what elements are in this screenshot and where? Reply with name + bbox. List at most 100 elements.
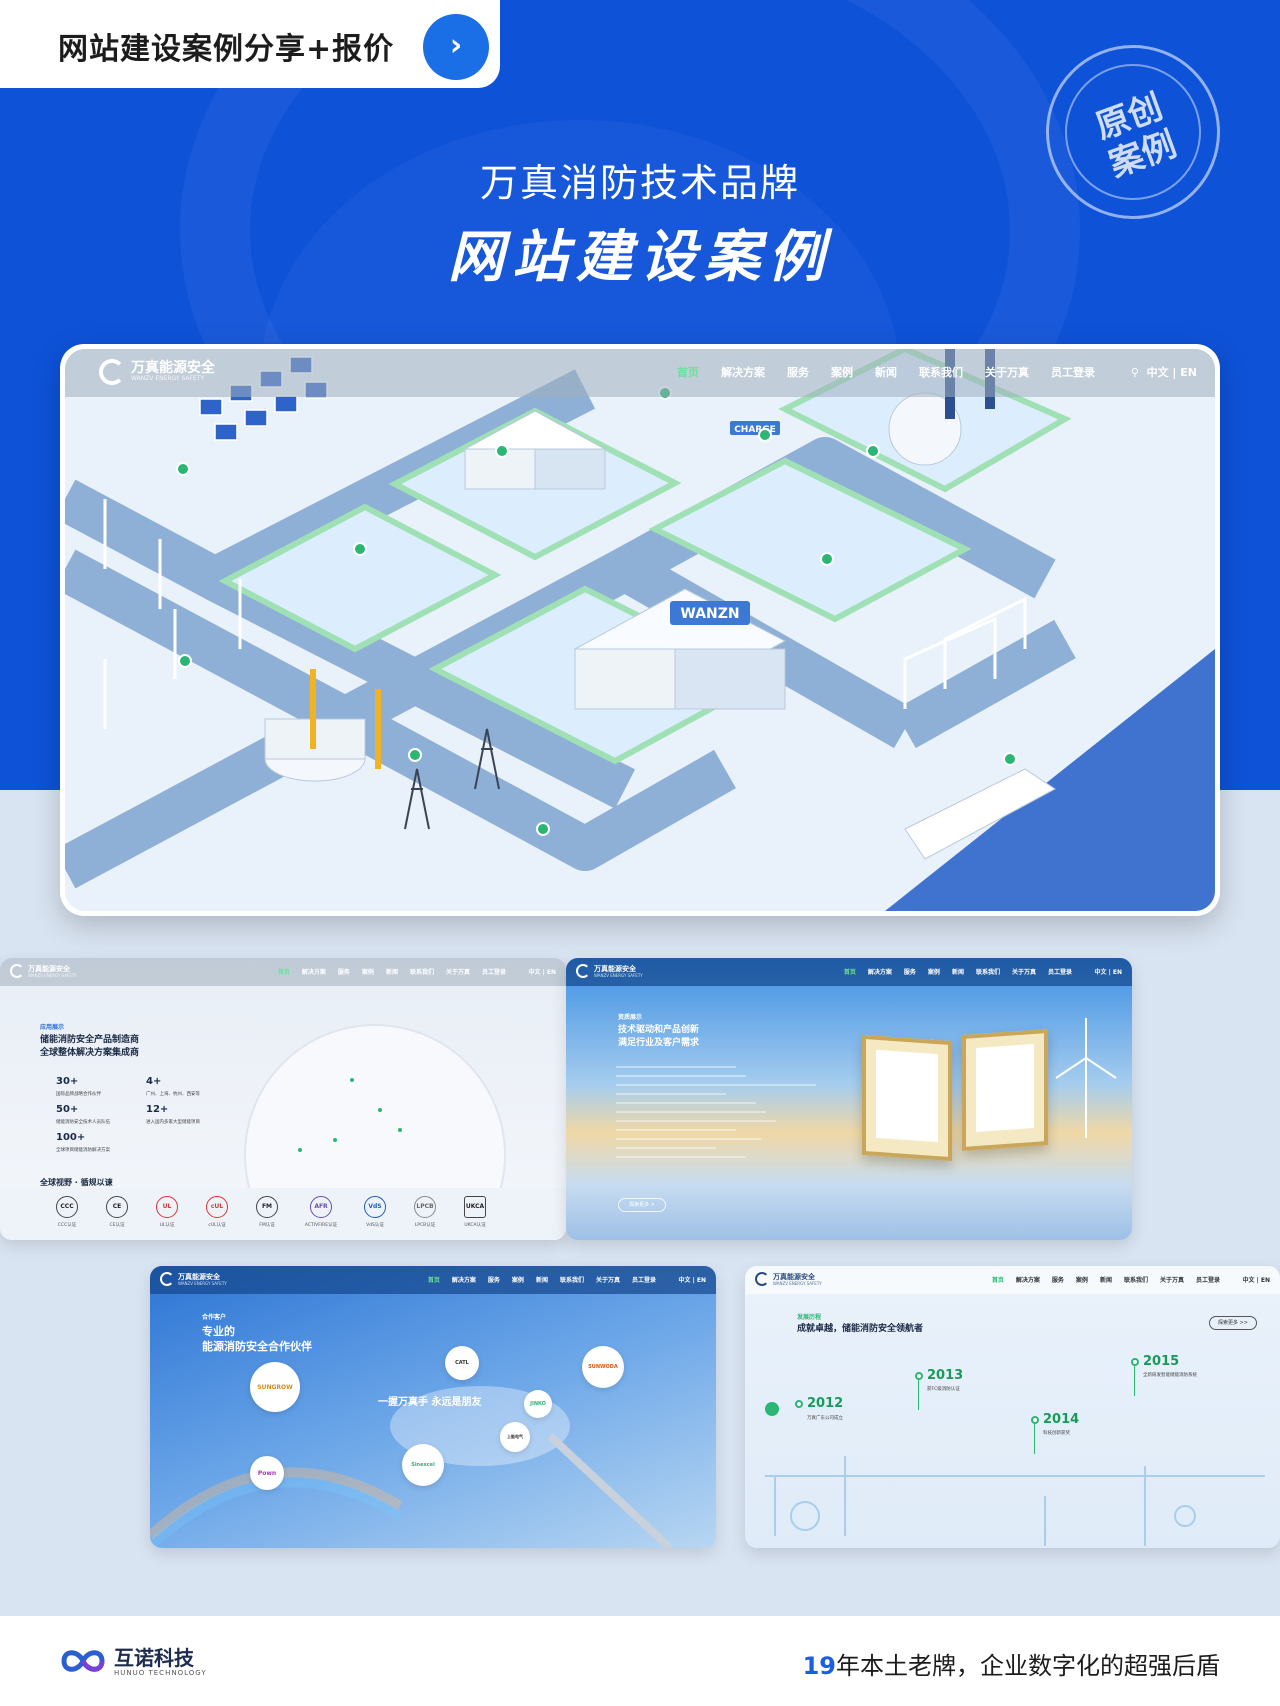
nav-item-service[interactable]: 服务 bbox=[1051, 1277, 1064, 1284]
language-switch[interactable]: 中文 | EN bbox=[678, 1277, 707, 1284]
nav-item-staff-login[interactable]: 员工登录 bbox=[1047, 969, 1072, 976]
logo-icon bbox=[755, 1272, 769, 1286]
stat-label: 全球项目储能消防解决方案 bbox=[56, 1148, 110, 1153]
site-logo[interactable]: 万真能源安全 WANZV ENERGY SAFETY bbox=[576, 964, 643, 978]
cert-label: UL认证 bbox=[159, 1223, 175, 1228]
nav-item-solutions[interactable]: 解决方案 bbox=[867, 969, 892, 976]
certificate-frame bbox=[862, 1034, 952, 1162]
nav-item-news[interactable]: 新闻 bbox=[875, 366, 897, 379]
logo-text: 万真能源安全 bbox=[773, 1272, 815, 1281]
nav-item-home[interactable]: 首页 bbox=[677, 366, 699, 379]
section-heading-line2: 能源消防安全合作伙伴 bbox=[202, 1340, 312, 1353]
nav-item-contact[interactable]: 联系我们 bbox=[975, 969, 1000, 976]
hero-title: 网站建设案例 bbox=[448, 225, 832, 290]
thumb-qualifications: 万真能源安全 WANZV ENERGY SAFETY 首页 解决方案 服务 案例… bbox=[566, 958, 1132, 1240]
share-label: 网站建设案例分享+报价 bbox=[58, 32, 395, 67]
nav-item-staff-login[interactable]: 员工登录 bbox=[481, 969, 506, 976]
nav-item-news[interactable]: 新闻 bbox=[535, 1277, 548, 1284]
site-logo[interactable]: 万真能源安全 WANZV ENERGY SAFETY bbox=[160, 1272, 227, 1286]
section-heading-line1: 储能消防安全产品制造商 bbox=[40, 1035, 140, 1045]
nav-item-contact[interactable]: 联系我们 bbox=[559, 1277, 584, 1284]
nav-item-solutions[interactable]: 解决方案 bbox=[451, 1277, 476, 1284]
nav-item-service[interactable]: 服务 bbox=[337, 969, 350, 976]
language-switch[interactable]: 中文 | EN bbox=[528, 969, 557, 976]
nav-item-cases[interactable]: 案例 bbox=[927, 969, 940, 976]
nav-item-cases[interactable]: 案例 bbox=[361, 969, 374, 976]
site-logo[interactable]: 万真能源安全 WANZV ENERGY SAFETY bbox=[10, 964, 77, 978]
stat-label: 储能消防安全技术人员队伍 bbox=[56, 1120, 110, 1125]
language-switch[interactable]: 中文 | EN bbox=[1242, 1277, 1271, 1284]
ccc-icon: CCC bbox=[56, 1196, 78, 1218]
certificate-paper bbox=[876, 1049, 938, 1143]
nav-item-cases[interactable]: 案例 bbox=[511, 1277, 524, 1284]
language-switch[interactable]: ⚲ 中文 | EN bbox=[1131, 364, 1197, 380]
nav-item-about[interactable]: 关于万真 bbox=[1011, 969, 1036, 976]
search-icon[interactable]: ⚲ bbox=[1130, 366, 1147, 379]
stat-number: 12+ bbox=[146, 1104, 169, 1115]
section-tag: 应用展示 bbox=[40, 1024, 65, 1031]
site-nav: 万真能源安全 WANZV ENERGY SAFETY 首页 解决方案 服务 案例… bbox=[566, 958, 1132, 986]
nav-item-solutions[interactable]: 解决方案 bbox=[1015, 1277, 1040, 1284]
nav-item-home[interactable]: 首页 bbox=[843, 969, 856, 976]
chevron-right-icon[interactable]: › bbox=[423, 14, 489, 80]
stat-label: 进入国内多家大型储能项目 bbox=[146, 1120, 200, 1125]
logo-sub: WANZV ENERGY SAFETY bbox=[773, 1280, 822, 1286]
certificate-paper bbox=[976, 1043, 1034, 1133]
fm-icon: FM bbox=[256, 1196, 278, 1218]
activfire-icon: AFR bbox=[310, 1196, 332, 1218]
nav-item-home[interactable]: 首页 bbox=[427, 1277, 440, 1284]
explore-more-button[interactable]: 探索更多 >> bbox=[1209, 1316, 1257, 1330]
timeline-desc: 获FC级消防认证 bbox=[927, 1387, 960, 1392]
nav-item-about[interactable]: 关于万真 bbox=[985, 366, 1029, 379]
nav-item-cases[interactable]: 案例 bbox=[1075, 1277, 1088, 1284]
ul-icon: UL bbox=[156, 1196, 178, 1218]
nav-item-contact[interactable]: 联系我们 bbox=[919, 366, 963, 379]
nav-item-contact[interactable]: 联系我们 bbox=[1123, 1277, 1148, 1284]
nav-item-home[interactable]: 首页 bbox=[277, 969, 290, 976]
language-switch[interactable]: 中文 | EN bbox=[1094, 969, 1123, 976]
nav-item-about[interactable]: 关于万真 bbox=[445, 969, 470, 976]
nav-menu: 首页 解决方案 服务 案例 新闻 联系我们 关于万真 员工登录 bbox=[278, 967, 506, 976]
timeline-desc: 全新研发智能储能消防系统 bbox=[1143, 1373, 1197, 1378]
cul-icon: cUL bbox=[206, 1196, 228, 1218]
partner-logo-sinexcel: Sinexcel bbox=[402, 1444, 444, 1486]
nav-item-news[interactable]: 新闻 bbox=[385, 969, 398, 976]
section-tag: 发展历程 bbox=[797, 1314, 822, 1321]
cert-label: LPCB认证 bbox=[414, 1223, 436, 1228]
slogan-rest: 年本土老牌，企业数字化的超强后盾 bbox=[836, 1652, 1220, 1680]
timeline-pin bbox=[795, 1400, 803, 1408]
lang-label[interactable]: 中文 | EN bbox=[1146, 366, 1197, 379]
nav-item-cases[interactable]: 案例 bbox=[831, 366, 853, 379]
nav-item-contact[interactable]: 联系我们 bbox=[409, 969, 434, 976]
explore-more-button[interactable]: 探索更多 > bbox=[618, 1198, 666, 1212]
stat-number: 30+ bbox=[56, 1076, 79, 1087]
stat-number: 100+ bbox=[56, 1132, 86, 1143]
logo-sub: WANZV ENERGY SAFETY bbox=[594, 972, 643, 978]
nav-item-staff-login[interactable]: 员工登录 bbox=[1195, 1277, 1220, 1284]
nav-menu: 首页 解决方案 服务 案例 新闻 联系我们 关于万真 员工登录 bbox=[428, 1275, 656, 1284]
nav-item-home[interactable]: 首页 bbox=[991, 1277, 1004, 1284]
nav-item-staff-login[interactable]: 员工登录 bbox=[631, 1277, 656, 1284]
nav-item-solutions[interactable]: 解决方案 bbox=[301, 969, 326, 976]
nav-item-solutions[interactable]: 解决方案 bbox=[721, 366, 765, 379]
wind-turbine bbox=[1055, 1018, 1117, 1138]
site-logo[interactable]: 万真能源安全 WANZV ENERGY SAFETY bbox=[755, 1272, 822, 1286]
nav-item-news[interactable]: 新闻 bbox=[1099, 1277, 1112, 1284]
nav-item-about[interactable]: 关于万真 bbox=[595, 1277, 620, 1284]
nav-item-news[interactable]: 新闻 bbox=[951, 969, 964, 976]
site-logo[interactable]: 万真能源安全 WANZV ENERGY SAFETY bbox=[99, 359, 215, 385]
nav-item-about[interactable]: 关于万真 bbox=[1159, 1277, 1184, 1284]
site-nav: 万真能源安全 WANZV ENERGY SAFETY 首页 解决方案 服务 案例… bbox=[150, 1266, 716, 1294]
nav-item-service[interactable]: 服务 bbox=[487, 1277, 500, 1284]
footer-slogan: 19年本土老牌，企业数字化的超强后盾 bbox=[803, 1646, 1220, 1681]
nav-item-service[interactable]: 服务 bbox=[903, 969, 916, 976]
logo-icon bbox=[10, 964, 24, 978]
nav-item-staff-login[interactable]: 员工登录 bbox=[1051, 366, 1095, 379]
nav-item-service[interactable]: 服务 bbox=[787, 366, 809, 379]
nav-menu: 首页 解决方案 服务 案例 新闻 联系我们 关于万真 员工登录 bbox=[677, 364, 1095, 380]
